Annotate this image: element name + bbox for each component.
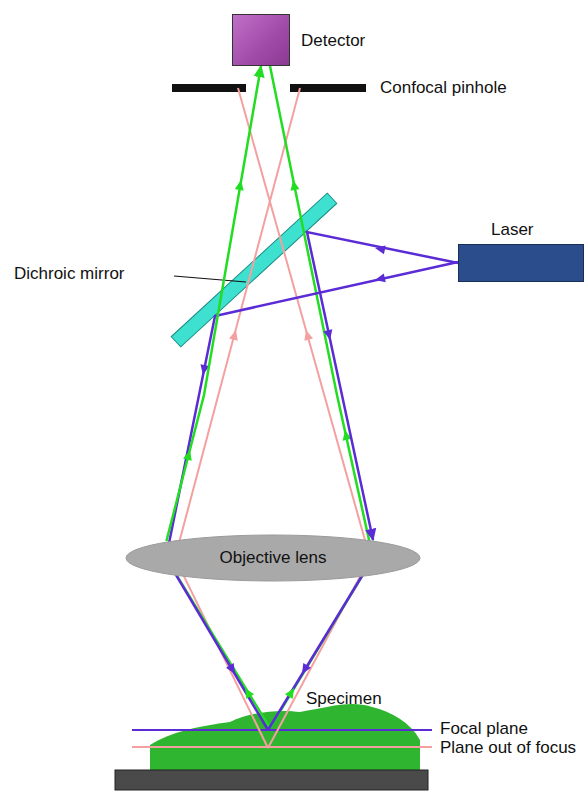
light-path [307, 232, 458, 540]
stage-base [115, 770, 428, 790]
part-label: Specimen [306, 689, 382, 709]
specimen [150, 704, 420, 770]
laser-box: Laser [458, 244, 584, 282]
leader-line [174, 276, 246, 282]
pinhole-bar [172, 84, 246, 92]
part-label: Focal plane [440, 719, 528, 739]
out-of-focus-beam [238, 88, 370, 748]
node-label: Laser [491, 220, 534, 240]
node-label: Objective lens [220, 548, 327, 568]
focal-plane-line [132, 729, 432, 731]
emission-beam [270, 66, 373, 728]
beam-arrowheads [183, 179, 386, 699]
pinhole-bar [290, 84, 366, 92]
detector-box: Detector [232, 14, 290, 66]
part-label: Confocal pinhole [380, 78, 507, 98]
excitation-beam [166, 262, 458, 730]
out-of-focus-line [132, 746, 432, 748]
part-label: Dichroic mirror [14, 264, 125, 284]
objective-lens: Objective lens [125, 534, 421, 582]
node-label: Detector [301, 31, 365, 51]
light-path [166, 66, 261, 541]
part-label: Plane out of focus [440, 738, 576, 758]
